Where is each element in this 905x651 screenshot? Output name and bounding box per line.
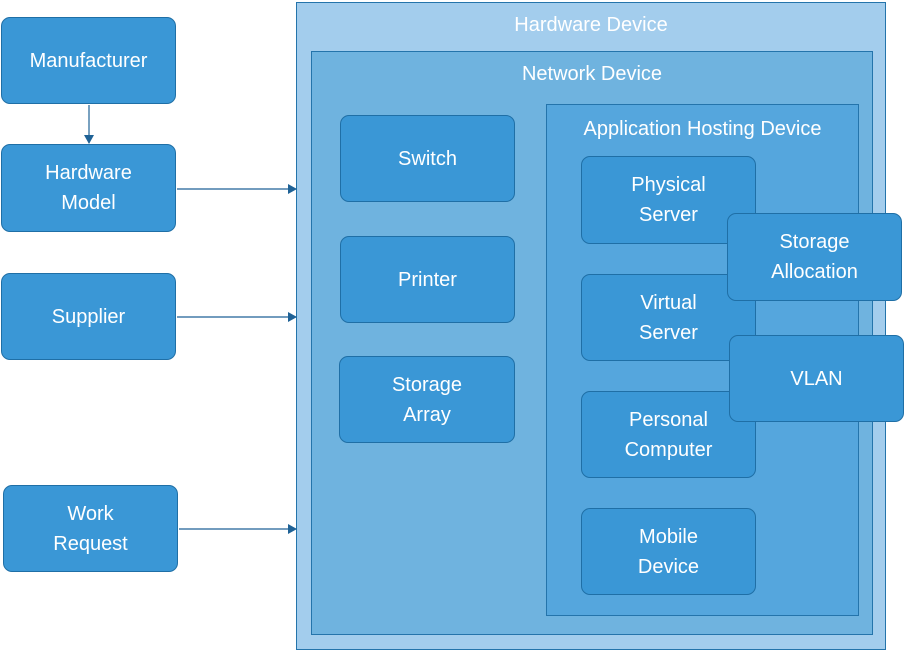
storage-allocation-node: Storage Allocation <box>727 213 902 301</box>
virtual-server-node: Virtual Server <box>581 274 756 361</box>
printer-node: Printer <box>340 236 515 323</box>
hardware-device-title: Hardware Device <box>514 14 668 36</box>
work-request-node: Work Request <box>3 485 178 572</box>
mobile-device-node: Mobile Device <box>581 508 756 595</box>
switch-node: Switch <box>340 115 515 202</box>
physical-server-node: Physical Server <box>581 156 756 244</box>
supplier-node: Supplier <box>1 273 176 360</box>
application-hosting-device-title: Application Hosting Device <box>583 118 822 140</box>
manufacturer-node: Manufacturer <box>1 17 176 104</box>
storage-array-node: Storage Array <box>339 356 515 443</box>
hardware-model-node: Hardware Model <box>1 144 176 232</box>
network-device-title: Network Device <box>521 63 663 85</box>
vlan-node: VLAN <box>729 335 904 422</box>
personal-computer-node: Personal Computer <box>581 391 756 478</box>
